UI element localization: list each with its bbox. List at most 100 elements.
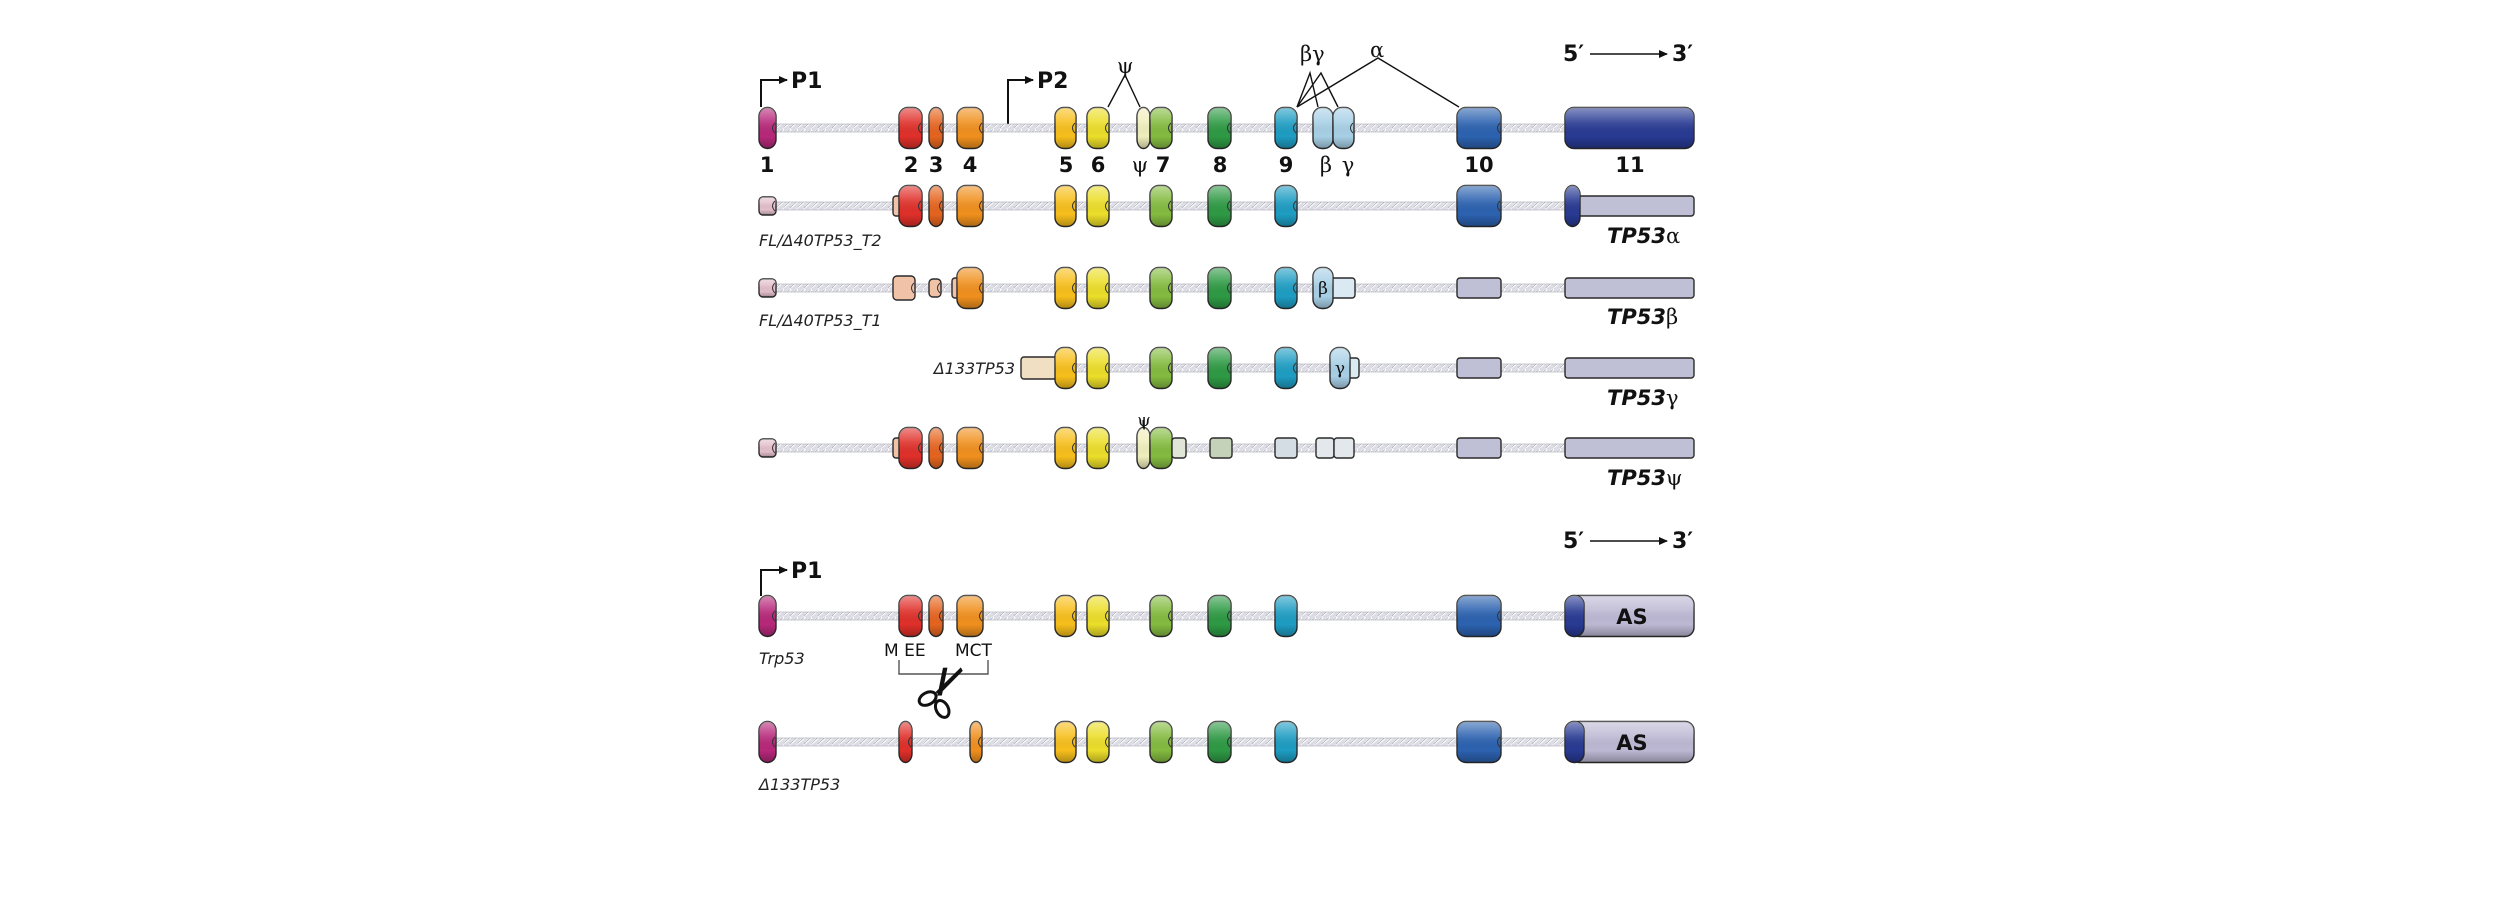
- exon-e1-utr: [758, 196, 777, 216]
- exon-gamma: [1332, 106, 1355, 150]
- isoform-left-label: Δ133TP53: [932, 359, 1015, 378]
- exon-e5: [1054, 346, 1077, 390]
- exon-number-label: 1: [760, 153, 775, 177]
- mouse-row-delta133: AS Δ133TP53: [757, 720, 1695, 794]
- exon-e11-utr: [1564, 357, 1695, 379]
- exon-e9: [1274, 720, 1298, 764]
- promoter-arrow-icon: [760, 76, 788, 107]
- promoter-label: P1: [791, 69, 822, 94]
- exon-e8: [1207, 106, 1232, 150]
- exon-psi: [1136, 106, 1151, 150]
- alpha-splice-label: α: [1370, 38, 1384, 62]
- exon-e8: [1207, 266, 1232, 310]
- splice-connectors: [1107, 57, 1460, 108]
- exon-e2: [898, 426, 923, 470]
- psi-utr: [1171, 437, 1187, 459]
- exon-e10: [1456, 720, 1502, 764]
- beta-inner-label: β: [1318, 279, 1328, 299]
- deletion-bracket: M EE MCT: [884, 641, 993, 675]
- promoter-label: P1: [791, 559, 822, 584]
- psi-splice-label: ψ: [1117, 54, 1133, 78]
- exon-beta: [1312, 266, 1334, 310]
- exon-e1: [758, 594, 777, 638]
- exon-number-label: β: [1320, 153, 1332, 177]
- exon-e4-truncated: [969, 720, 983, 764]
- promoter-label: P2: [1037, 69, 1068, 94]
- exon-e11-coding: [1564, 594, 1585, 638]
- mouse-row-label: Δ133TP53: [757, 775, 840, 794]
- exon-e2-utr: [892, 275, 916, 301]
- exon-e2: [898, 184, 923, 228]
- isoform-right-label: TP53ψ: [1607, 466, 1682, 490]
- exon-e3-utr: [928, 278, 942, 298]
- exon-e4: [956, 426, 984, 470]
- isoform-right-label: TP53α: [1607, 224, 1680, 248]
- mouse-row-label: Trp53: [759, 649, 805, 668]
- five-prime-label: 5′: [1563, 529, 1584, 554]
- exon-e4: [956, 106, 984, 150]
- gamma-splice-line: [1296, 71, 1339, 108]
- exon-e11-utr: [1564, 437, 1695, 459]
- alpha-splice-line: [1296, 57, 1460, 108]
- promoter-p1: P1: [760, 69, 822, 107]
- exon-e7: [1149, 184, 1173, 228]
- exon-e5: [1054, 720, 1077, 764]
- exon-e4: [956, 594, 984, 638]
- exon-e1: [758, 106, 777, 150]
- exon-number-label: 8: [1213, 153, 1228, 177]
- direction-indicator-bottom: 5′ 3′: [1563, 529, 1693, 554]
- exon-number-label: 7: [1156, 153, 1171, 177]
- exon-e10-utr: [1456, 437, 1502, 459]
- beta-gamma-splice-label: βγ: [1300, 42, 1325, 66]
- psi-top-label: ψ: [1137, 411, 1150, 431]
- isoform-left-label: FL/Δ40TP53_T2: [759, 231, 882, 251]
- exon-e4: [956, 266, 984, 310]
- three-prime-label: 3′: [1672, 529, 1693, 554]
- exon-e8: [1207, 720, 1232, 764]
- exon-e6: [1086, 594, 1110, 638]
- exon-number-label: 5: [1059, 153, 1074, 177]
- exon-e6: [1086, 720, 1110, 764]
- exon-beta-utr: [1315, 437, 1335, 459]
- exon-e10-utr: [1456, 357, 1502, 379]
- exon-e10: [1456, 184, 1502, 228]
- direction-indicator-top: 5′ 3′: [1563, 42, 1693, 67]
- exon-e7: [1149, 266, 1173, 310]
- gamma-inner-label: γ: [1335, 359, 1345, 379]
- exon-gamma: [1329, 346, 1351, 390]
- exon-e9: [1274, 266, 1298, 310]
- isoform-right-label: TP53β: [1607, 305, 1678, 329]
- as-label: AS: [1616, 731, 1647, 755]
- exon-e9: [1274, 594, 1298, 638]
- exon-e6: [1086, 106, 1110, 150]
- exon-e5: [1054, 426, 1077, 470]
- exon-number-label: 11: [1615, 153, 1644, 177]
- exon-e3: [928, 594, 944, 638]
- exon-e3: [928, 184, 944, 228]
- exon-e8: [1207, 184, 1232, 228]
- exon-e11-coding: [1564, 184, 1581, 228]
- exon-e9: [1274, 184, 1298, 228]
- promoter-p2: P2: [1007, 69, 1068, 126]
- exon-number-label: 2: [904, 153, 919, 177]
- exon-e1: [758, 720, 777, 764]
- exon-e1-utr: [758, 438, 777, 458]
- promoter-arrow-icon: [1007, 76, 1034, 126]
- exon-e4: [956, 184, 984, 228]
- exon-number-label: γ: [1342, 153, 1355, 177]
- exon-e6: [1086, 426, 1110, 470]
- motif-right-label: MCT: [955, 641, 993, 661]
- exon-number-label: 9: [1279, 153, 1294, 177]
- exon-psi: [1136, 426, 1151, 470]
- promoter-p1-mouse: P1: [760, 559, 822, 596]
- exon-e7: [1149, 720, 1173, 764]
- alternative-splice-exon: [1569, 720, 1695, 764]
- promoter-arrow-icon: [760, 566, 788, 596]
- exon-e7: [1149, 106, 1173, 150]
- alternative-splice-exon: [1569, 594, 1695, 638]
- exon-e7: [1149, 594, 1173, 638]
